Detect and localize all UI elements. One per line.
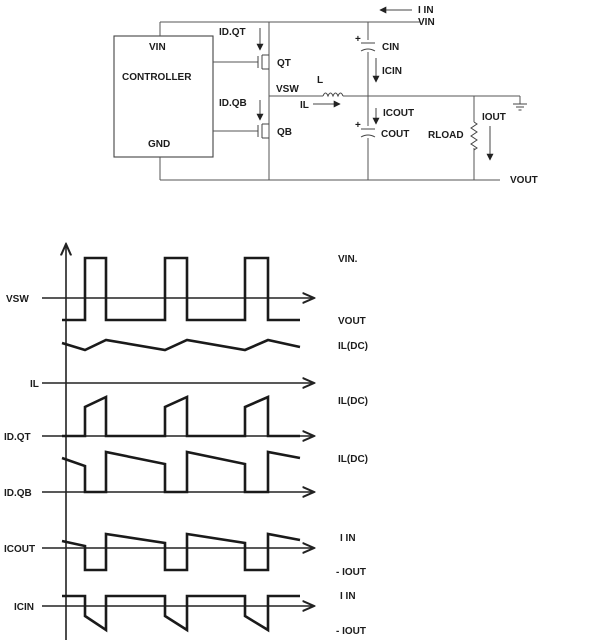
waveforms: VSW IL ID.QT ID.QB ICOUT ICIN VIN. VOUT … [4,244,368,640]
wave-il-dc-label-2: IL(DC) [338,396,368,407]
wave-icin-high-label: I IN [340,591,356,602]
wave-icin-label: ICIN [14,602,34,613]
qb-transistor-icon [257,123,269,139]
cin-label: CIN [382,42,399,53]
vsw-node-label: VSW [276,84,299,95]
wave-idqb-label: ID.QB [4,488,32,499]
wave-il-label: IL [30,379,39,390]
iin-label: I IN [418,5,434,16]
controller-block [113,35,214,158]
wave-vsw-label: VSW [6,294,29,305]
ground-icon [513,103,527,111]
icin-label: ICIN [382,66,402,77]
id-qt-label: ID.QT [219,27,246,38]
wave-vsw-high-label: VIN. [338,254,358,265]
qb-label: QB [277,127,292,138]
wave-icout-label: ICOUT [4,544,35,555]
cout-capacitor-icon [360,126,376,138]
il-waveform [61,338,301,352]
cout-label: COUT [381,129,409,140]
cout-plus-label: + [355,120,361,131]
icout-waveform [61,532,301,572]
wave-icin-low-label: - IOUT [336,626,366,637]
cin-plus-label: + [355,34,361,45]
vsw-waveform [62,256,300,322]
rload-label: RLOAD [428,130,464,141]
inductor-label: L [317,75,323,86]
icout-label: ICOUT [383,108,414,119]
inductor-icon [322,92,344,98]
controller-gnd-label: GND [148,139,170,150]
controller-vin-label: VIN [149,42,166,53]
iout-label: IOUT [482,112,506,123]
id-qb-label: ID.QB [219,98,247,109]
wave-il-dc-label-3: IL(DC) [338,454,368,465]
wave-icout-low-label: - IOUT [336,567,366,578]
idqt-waveform [62,394,300,438]
idqb-waveform [61,450,301,494]
wave-icout-high-label: I IN [340,533,356,544]
schematic-wires [159,21,521,181]
icin-waveform [62,594,300,633]
qt-transistor-icon [257,54,269,70]
vout-rail-label: VOUT [510,175,538,186]
wave-idqt-label: ID.QT [4,432,31,443]
il-label: IL [300,100,309,111]
qt-label: QT [277,58,291,69]
wave-il-dc-label-1: IL(DC) [338,341,368,352]
rload-resistor-icon [470,121,478,151]
controller-label: CONTROLLER [122,72,192,83]
vin-rail-label: VIN [418,17,435,28]
wave-vsw-low-label: VOUT [338,316,366,327]
schematic: VIN CONTROLLER GND [113,5,538,186]
cin-capacitor-icon [360,40,376,52]
